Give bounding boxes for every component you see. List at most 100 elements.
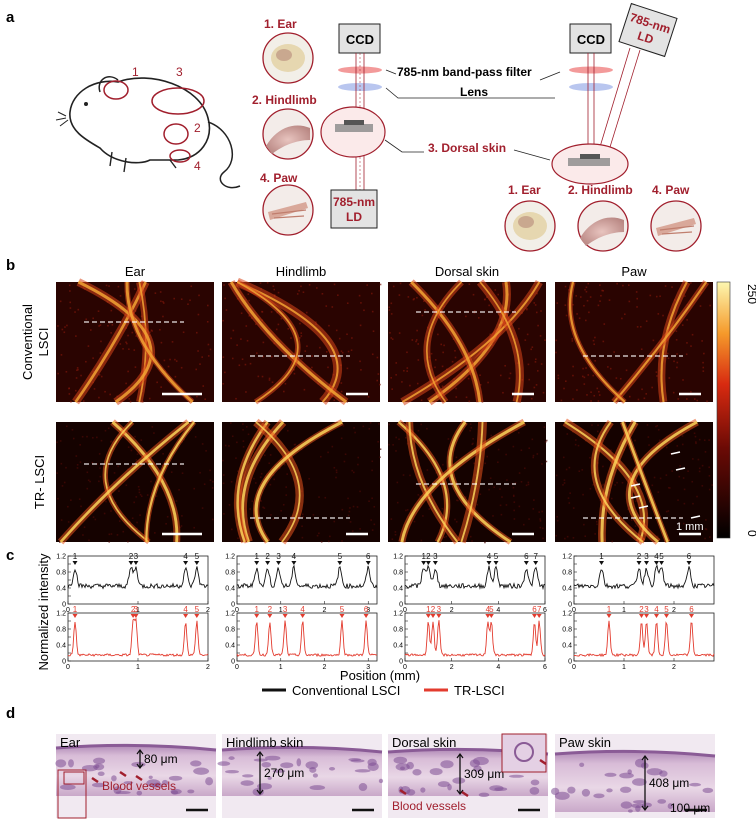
y-tick-label: 0.4 (56, 643, 66, 650)
speckle (394, 531, 397, 533)
speckle (415, 340, 417, 343)
speckle (564, 304, 567, 306)
speckle (300, 285, 302, 288)
cell-cluster (60, 784, 76, 790)
y-tick-label: 0 (231, 659, 235, 666)
speckle (77, 368, 79, 371)
thickness-label: 309 μm (464, 767, 504, 781)
speckle (371, 353, 374, 356)
speckle (318, 532, 320, 535)
speckle (238, 364, 241, 367)
panel-c-letter: c (6, 547, 14, 564)
inset-ear (57, 769, 87, 819)
speckle (584, 288, 586, 291)
speckle (197, 350, 199, 352)
speckle (346, 333, 348, 336)
speckle (205, 450, 207, 452)
speckle (589, 456, 591, 459)
speckle (370, 519, 372, 521)
vessel-arrow-3 (399, 788, 407, 796)
speckle (273, 478, 275, 481)
speckle (555, 474, 558, 477)
speckle (662, 314, 664, 317)
speckle (398, 332, 401, 334)
image-tile-r0-c3 (555, 280, 713, 405)
speckle (92, 317, 94, 320)
speckle (56, 441, 58, 444)
speckle (207, 343, 210, 346)
speckle (487, 381, 489, 384)
speckle (259, 282, 262, 285)
speckle (373, 523, 376, 526)
vessel-core (125, 281, 194, 404)
speckle (469, 423, 472, 425)
speckle (388, 309, 391, 311)
speckle (602, 483, 604, 486)
speckle (504, 364, 506, 367)
speckle (694, 435, 697, 438)
speckle (456, 499, 458, 502)
speckle (538, 511, 540, 513)
speckle (544, 441, 547, 443)
speckle (542, 391, 545, 394)
speckle (182, 331, 185, 334)
speckle (537, 324, 539, 327)
speckle (74, 311, 76, 313)
speckle (335, 469, 338, 472)
speckle (340, 350, 343, 353)
speckle (125, 382, 127, 385)
x-tick-label: 2 (672, 607, 676, 614)
peak-marker (606, 614, 612, 618)
speckle (533, 499, 535, 501)
cell-cluster (217, 761, 231, 766)
peak-label: 4 (654, 552, 659, 561)
speckle (451, 360, 454, 363)
speckle (359, 490, 361, 493)
speckle (290, 337, 292, 339)
plot-frame (236, 555, 378, 605)
speckle (118, 520, 121, 522)
speckle (148, 397, 151, 400)
y-tick-label: 1.2 (393, 611, 403, 618)
speckle (193, 526, 195, 529)
ld-left-line1: 785-nm (333, 195, 375, 209)
speckle (367, 395, 370, 398)
speckle (151, 426, 154, 428)
speckle (704, 528, 707, 530)
speckle (328, 324, 330, 327)
speckle (416, 296, 418, 299)
speckle (294, 443, 297, 446)
vessel-core (426, 281, 463, 403)
speckle (597, 424, 599, 426)
speckle (524, 339, 527, 341)
peak-marker (639, 614, 644, 618)
speckle (162, 315, 164, 318)
peak-marker (265, 561, 271, 565)
speckle (665, 474, 668, 476)
colorbar-min: 0 (745, 530, 756, 537)
ld-right (618, 2, 678, 58)
speckle (272, 285, 275, 288)
speckle (698, 438, 701, 441)
speckle (590, 391, 592, 393)
dorsal-label: 3. Dorsal skin (428, 141, 506, 155)
speckle (390, 302, 393, 305)
speckle (325, 351, 328, 353)
speckle (87, 345, 90, 347)
speckle (692, 458, 694, 460)
y-tick-label: 1.2 (56, 611, 66, 618)
speckle (159, 328, 161, 331)
speckle (67, 505, 69, 508)
vessel-core (613, 281, 708, 403)
speckle (622, 284, 624, 287)
speckle (328, 540, 330, 543)
speckle (138, 488, 141, 491)
speckle (165, 522, 167, 525)
speckle (679, 465, 681, 467)
speckle (709, 536, 711, 538)
speckle (136, 521, 138, 524)
speckle (443, 536, 446, 539)
speckle (512, 445, 515, 448)
cell-cluster (452, 777, 466, 784)
